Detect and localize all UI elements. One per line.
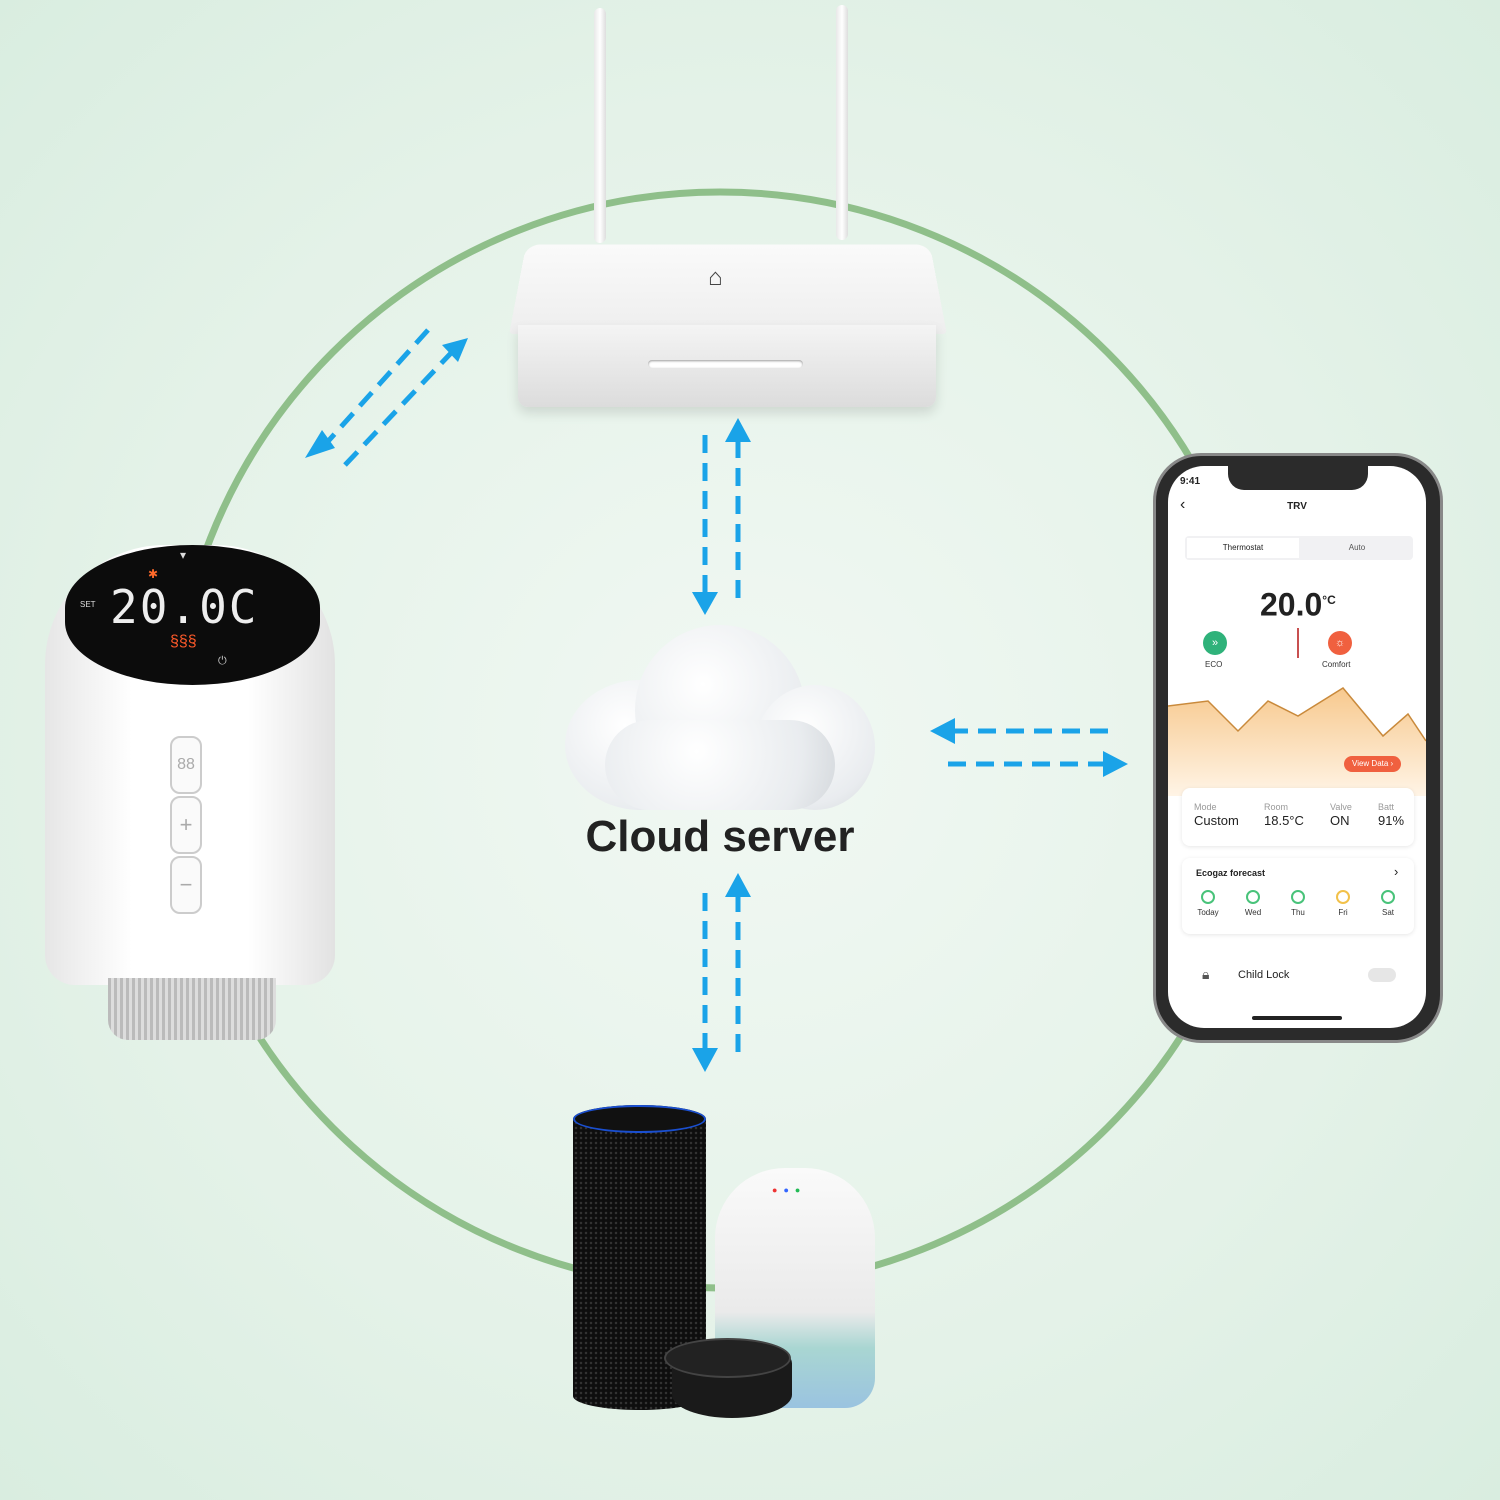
view-data-button[interactable]: View Data › — [1344, 756, 1402, 772]
wifi-icon: ▾ — [180, 548, 187, 562]
tab-bar: Thermostat Auto — [1185, 536, 1413, 560]
router-antenna — [594, 8, 606, 243]
eco-label: ECO — [1205, 660, 1223, 669]
stat-value: 18.5°C — [1264, 813, 1304, 828]
setpoint-value: 20.0°C — [1260, 582, 1336, 623]
forecast-day-label: Wed — [1244, 908, 1262, 917]
temperature-slider[interactable] — [1297, 628, 1299, 658]
comfort-label: Comfort — [1322, 660, 1351, 669]
tab-thermostat[interactable]: Thermostat — [1187, 538, 1299, 558]
comfort-mode-button[interactable]: ☼ — [1328, 631, 1352, 655]
stat-label: Mode — [1194, 802, 1217, 812]
speaker-lights: ●●● — [772, 1185, 807, 1195]
tab-auto[interactable]: Auto — [1348, 543, 1366, 552]
plus-button[interactable]: + — [170, 796, 202, 854]
sun-icon: ✱ — [148, 567, 159, 581]
child-lock-toggle[interactable] — [1368, 968, 1396, 982]
forecast-day-label: Today — [1197, 908, 1219, 917]
screen-title: TRV — [1287, 501, 1307, 512]
stat-label: Room — [1264, 802, 1289, 812]
phone-notch — [1228, 464, 1368, 490]
arrows — [320, 328, 1108, 1052]
speaker-light-ring — [573, 1105, 706, 1133]
check-icon — [1381, 890, 1395, 904]
heating-icon: §§§ — [170, 633, 197, 650]
forecast-day: Sat — [1368, 890, 1408, 918]
setpoint-number: 20.0 — [1260, 586, 1323, 623]
status-time: 9:41 — [1180, 476, 1201, 487]
home-icon: ⌂ — [708, 264, 723, 291]
check-icon — [1246, 890, 1260, 904]
chevron-right-icon[interactable]: › — [1394, 864, 1399, 879]
forecast-day: Thu — [1278, 890, 1318, 918]
forecast-day-label: Sat — [1381, 908, 1394, 917]
thermostat-ring — [108, 978, 276, 1040]
thermostat-temp: 20.0C — [110, 580, 259, 634]
setpoint-unit: °C — [1322, 593, 1336, 607]
lock-icon: 🔒︎ — [1202, 966, 1210, 982]
arrowheads — [305, 338, 1128, 1072]
router-slot — [648, 360, 803, 368]
phone-screen: 9:41 ‹ TRV Thermostat Auto 20.0°C » ☼ EC… — [1168, 466, 1426, 1028]
cloud-server-label: Cloud server — [585, 812, 855, 861]
thermostat-display — [65, 545, 320, 685]
stat-value: 91% — [1378, 813, 1405, 828]
forecast-day: Today — [1188, 890, 1228, 918]
forecast-day-label: Thu — [1291, 908, 1305, 917]
temperature-chart — [1168, 687, 1426, 796]
stat-value: Custom — [1194, 813, 1239, 828]
stat-label: Valve — [1330, 802, 1352, 812]
eco-mode-button[interactable]: » — [1203, 631, 1227, 655]
back-icon[interactable]: ‹ — [1180, 496, 1186, 513]
check-icon — [1336, 890, 1350, 904]
router-antenna — [836, 5, 848, 240]
forecast-day: Wed — [1233, 890, 1273, 918]
forecast-card[interactable]: Ecogaz forecast › Today Wed Thu Fri Sat — [1182, 858, 1414, 934]
power-icon: ⏻ — [218, 655, 227, 667]
check-icon — [1201, 890, 1215, 904]
cloud-icon — [565, 625, 875, 810]
router — [509, 244, 947, 335]
child-lock-label: Child Lock — [1238, 969, 1290, 981]
check-icon — [1291, 890, 1305, 904]
arrow-trv-to-router — [343, 350, 454, 467]
minus-button[interactable]: − — [170, 856, 202, 914]
set-label: SET — [80, 600, 96, 609]
speaker-dot-top — [664, 1338, 791, 1378]
forecast-day: Fri — [1323, 890, 1363, 918]
home-indicator — [1252, 1016, 1342, 1020]
mode-button[interactable]: 88 — [170, 736, 202, 794]
stat-label: Batt — [1378, 802, 1395, 812]
forecast-title: Ecogaz forecast — [1196, 868, 1266, 878]
forecast-day-label: Fri — [1338, 908, 1348, 917]
stat-value: ON — [1330, 813, 1350, 828]
